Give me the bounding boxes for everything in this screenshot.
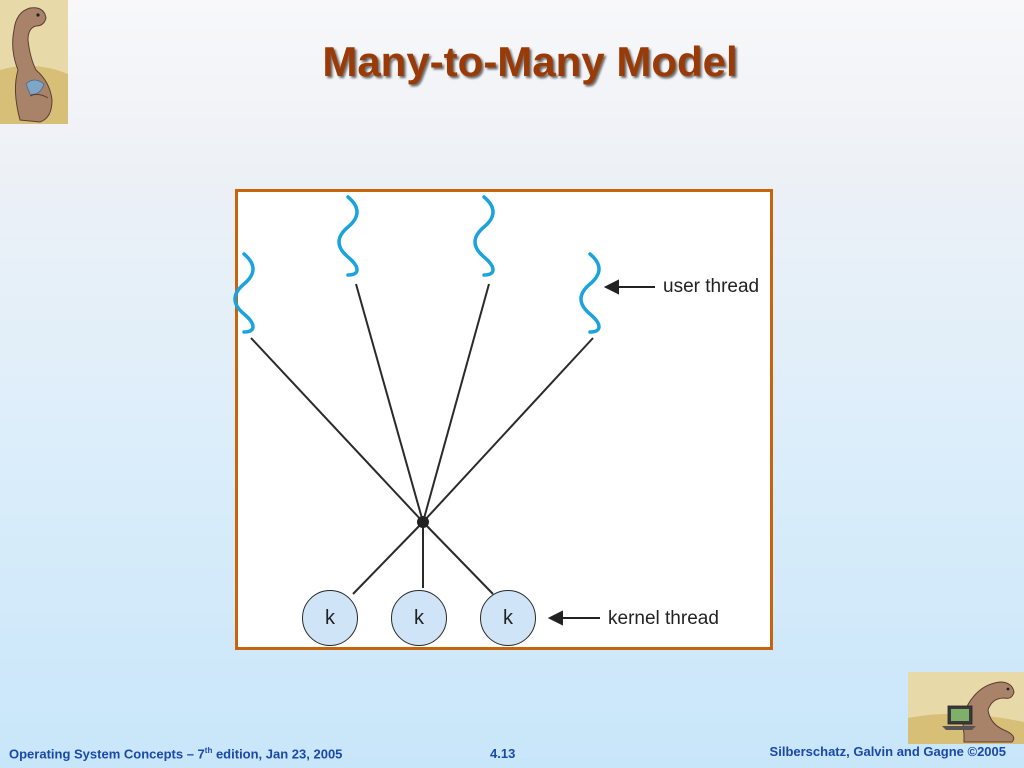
kernel-thread-node: k xyxy=(391,590,447,646)
user-thread-label: user thread xyxy=(663,276,760,297)
kernel-thread-node: k xyxy=(480,590,536,646)
page-title: Many-to-Many Model xyxy=(322,38,738,85)
user-thread-icon xyxy=(473,195,495,277)
dinosaur-logo-icon xyxy=(0,0,68,124)
user-thread-icon xyxy=(579,252,601,334)
footer-left-sup: th xyxy=(204,746,213,755)
connector-line xyxy=(352,521,424,595)
connector-line xyxy=(422,283,490,523)
footer-left-suffix: edition, Jan 23, 2005 xyxy=(212,746,343,762)
hub-node xyxy=(417,516,429,528)
connector-line xyxy=(250,337,424,523)
connector-line xyxy=(422,521,494,595)
kernel-thread-label: kernel thread xyxy=(608,608,719,629)
footer-course-info: Operating System Concepts – 7th edition,… xyxy=(9,746,342,761)
user-thread-icon xyxy=(337,195,359,277)
connector-line xyxy=(355,283,424,523)
footer-left-prefix: Operating System Concepts – 7 xyxy=(9,746,205,762)
many-to-many-diagram: user thread kernel thread k k k xyxy=(233,189,773,650)
kernel-thread-node: k xyxy=(302,590,358,646)
slide-number: 4.13 xyxy=(490,746,516,761)
dinosaur-with-laptop-logo-icon xyxy=(908,672,1024,744)
diagram-canvas xyxy=(233,195,655,626)
connector-line xyxy=(422,337,594,523)
footer-copyright: Silberschatz, Galvin and Gagne ©2005 xyxy=(769,744,1006,759)
user-thread-icon xyxy=(233,252,255,334)
